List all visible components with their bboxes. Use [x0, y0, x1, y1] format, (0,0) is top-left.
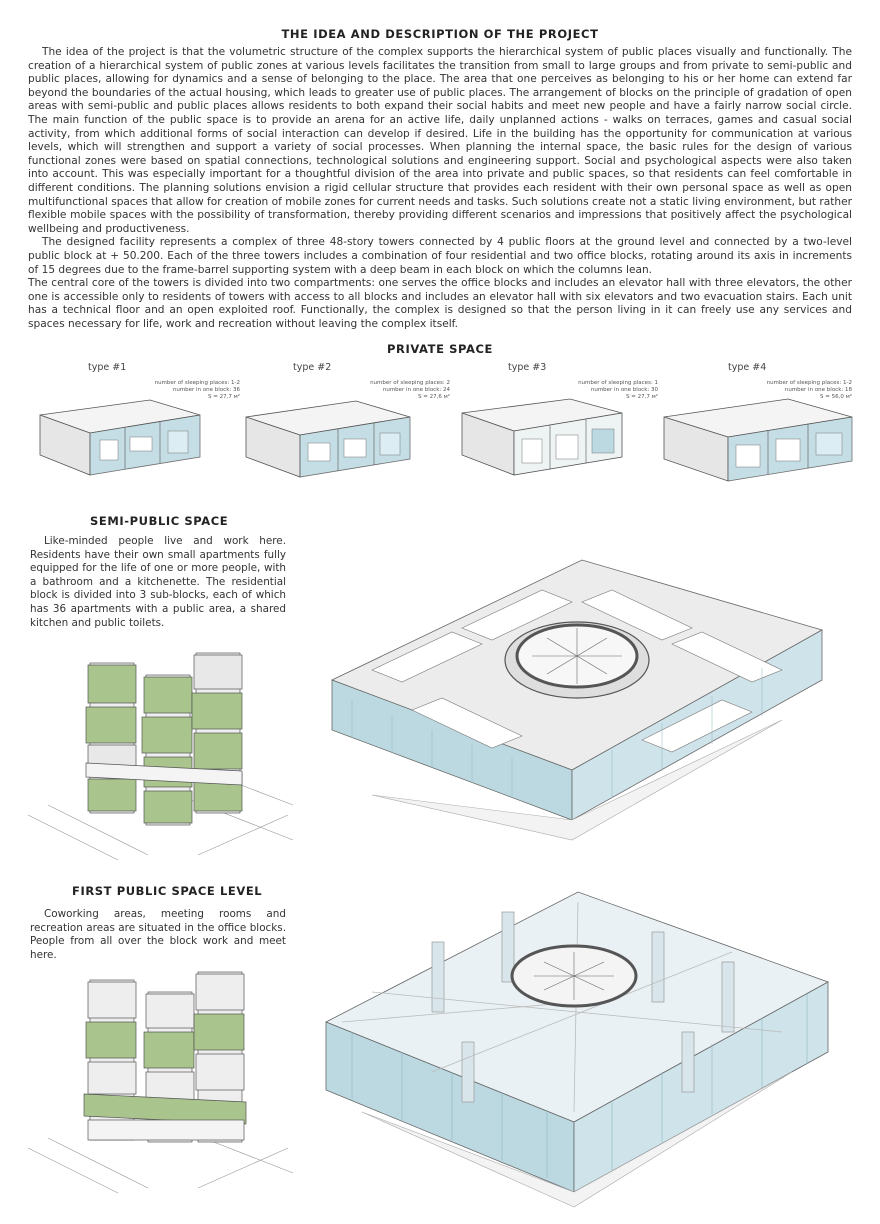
semi-public-floor-axonometry: [330, 559, 824, 841]
type-3-label: type #3: [508, 362, 547, 373]
type-4-info-line1: number of sleeping places: 1-2: [766, 380, 852, 386]
type-3-info: number of sleeping places: 1 number in o…: [538, 380, 658, 401]
idea-paragraph-1: The idea of the project is that the volu…: [28, 46, 852, 235]
idea-title: THE IDEA AND DESCRIPTION OF THE PROJECT: [281, 27, 599, 41]
type-1-label: type #1: [88, 362, 127, 373]
semi-public-text: Like-minded people live and work here. R…: [30, 535, 286, 629]
type-1-unit-drawing: [39, 399, 201, 476]
type-1-info: number of sleeping places: 1-2 number in…: [120, 380, 240, 401]
towers-diagram-residential: [27, 652, 294, 861]
idea-paragraph-2: The designed facility represents a compl…: [28, 236, 852, 276]
private-space-title: PRIVATE SPACE: [386, 342, 494, 356]
towers-diagram-public: [27, 971, 294, 1194]
type-1-info-line1: number of sleeping places: 1-2: [154, 380, 240, 386]
type-2-unit-drawing: [245, 400, 411, 478]
type-3-info-line3: S = 27,7 м²: [626, 394, 658, 400]
type-2-info: number of sleeping places: 2 number in o…: [330, 380, 450, 401]
semi-public-title: SEMI-PUBLIC SPACE: [90, 514, 229, 528]
first-public-title: FIRST PUBLIC SPACE LEVEL: [72, 884, 263, 898]
type-2-info-line2: number in one block: 24: [382, 387, 450, 393]
type-2-label: type #2: [293, 362, 332, 373]
idea-paragraph-3: The central core of the towers is divide…: [28, 277, 852, 330]
type-2-info-line1: number of sleeping places: 2: [370, 380, 450, 386]
type-3-unit-drawing: [461, 398, 623, 476]
type-4-unit-drawing: [663, 398, 853, 482]
type-2-info-line3: S = 27,6 м²: [418, 394, 450, 400]
type-4-info: number of sleeping places: 1-2 number in…: [732, 380, 852, 401]
type-1-info-line2: number in one block: 36: [172, 387, 240, 393]
type-4-info-line3: S = 56,0 м²: [820, 394, 852, 400]
type-3-info-line2: number in one block: 30: [590, 387, 658, 393]
type-4-label: type #4: [728, 362, 767, 373]
idea-text-block: The idea of the project is that the volu…: [28, 46, 852, 331]
first-public-text: Coworking areas, meeting rooms and recre…: [30, 908, 286, 961]
type-4-info-line2: number in one block: 18: [784, 387, 852, 393]
first-public-floor-axonometry: [325, 891, 829, 1208]
type-1-info-line3: S = 27,7 м²: [208, 394, 240, 400]
type-3-info-line1: number of sleeping places: 1: [578, 380, 658, 386]
